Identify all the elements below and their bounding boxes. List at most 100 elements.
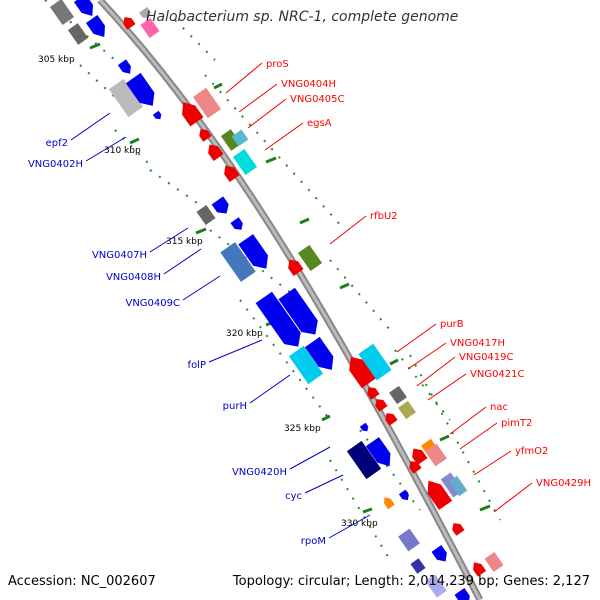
gene-arrow-blue-shape [431, 545, 447, 562]
gene-arrow-blue [152, 110, 162, 120]
gene-arrow-red [224, 165, 240, 182]
tick-label: 320 kbp [226, 329, 263, 339]
gene-label-reverse: VNG0409C [125, 298, 180, 309]
gene-arrow-blue-shape [117, 59, 131, 74]
gene-block-lavender [398, 528, 420, 552]
gene-arrow-blue-shape [398, 489, 409, 501]
gene-arrow-red [409, 461, 422, 474]
gene-arrow-red [412, 448, 428, 465]
gene-block-olive-shape [297, 244, 323, 272]
guide-line [204, 74, 346, 231]
guide-line [329, 259, 391, 331]
gene-block-salmon-shape [484, 552, 504, 572]
gene-arrow-red [199, 129, 212, 142]
tick-label: 310 kbp [104, 146, 141, 156]
leader-line [493, 482, 533, 513]
gene-label-reverse: VNG0408H [106, 272, 161, 283]
gene-arrow-red-shape [199, 129, 212, 142]
guide-line [149, 169, 201, 206]
gene-block-salmon [425, 443, 447, 467]
leader-line [247, 98, 287, 129]
gene-block-cyan [288, 345, 324, 385]
gene-block-navy [346, 440, 382, 480]
gene-arrow-blue [431, 545, 447, 562]
leader-line [396, 323, 437, 353]
gene-block-teal [231, 129, 249, 147]
guide-line [174, 19, 216, 61]
tick-label: 330 kbp [341, 519, 378, 529]
tick-mark [89, 42, 101, 50]
gene-arrow-blue [230, 217, 243, 230]
leader-line [473, 450, 512, 476]
gene-arrow-blue [304, 336, 334, 370]
gene-label-reverse: purH [223, 401, 247, 412]
tick-mark [362, 507, 373, 514]
gene-arrow-red-shape [385, 413, 398, 426]
gene-arrow-blue-shape [152, 110, 162, 120]
gene-block-cyan [358, 343, 392, 381]
gene-arrow-blue-shape [359, 422, 369, 432]
tick-mark [299, 217, 310, 225]
gene-arrow-blue [255, 291, 301, 347]
tick-mark [265, 156, 277, 164]
gene-arrow-grey [139, 7, 151, 19]
gene-arrow-blue-shape [454, 588, 470, 600]
gene-arrow-red [452, 523, 465, 536]
leader-line [182, 275, 221, 301]
leader-line [289, 446, 331, 470]
guide-line [329, 459, 391, 561]
gene-block-steel-shape [220, 242, 256, 282]
gene-arrow-blue [238, 234, 268, 269]
leader-line [407, 342, 447, 370]
gene-block-steel [220, 242, 256, 282]
guide-line [394, 349, 451, 421]
gene-label-forward: VNG0421C [470, 369, 525, 380]
gene-arrow-red-shape [208, 144, 224, 161]
gene-label-reverse: rpoM [301, 536, 326, 547]
gene-label-forward: proS [266, 59, 289, 70]
tick-label: 315 kbp [166, 237, 203, 247]
leader-line [427, 373, 467, 401]
tick-mark [213, 82, 223, 90]
gene-label-reverse: folP [188, 360, 206, 371]
gene-arrow-blue [454, 588, 470, 600]
tick-mark [339, 282, 350, 290]
gene-block-salmon-shape [192, 87, 222, 119]
gene-block-grey-shape [67, 23, 89, 45]
gene-block-teal-shape [231, 129, 249, 147]
gene-label-reverse: cyc [285, 491, 302, 502]
gene-block-pink [140, 18, 160, 38]
gene-arrow-blue-shape [211, 196, 229, 214]
gene-block-navy-shape [410, 558, 426, 574]
gene-arrow-blue [211, 196, 229, 214]
gene-block-olive [297, 244, 323, 272]
gene-label-reverse: epf2 [46, 138, 68, 149]
gene-arrow-red-shape [182, 102, 204, 127]
leader-line [225, 62, 263, 94]
gene-arrow-blue-shape [278, 287, 318, 335]
leader-line [449, 406, 487, 435]
tick-mark [439, 434, 450, 442]
gene-label-forward: nac [490, 402, 508, 413]
leader-line [249, 374, 291, 404]
genome-title: Halobacterium sp. NRC-1, complete genome [146, 9, 459, 25]
gene-arrow-blue [359, 422, 369, 432]
gene-arrow-blue-shape [85, 14, 105, 38]
gene-arrow-red-shape [123, 17, 136, 30]
gene-arrow-red-shape [412, 448, 428, 465]
gene-arrow-blue [117, 59, 131, 74]
gene-arrow-red-shape [367, 387, 380, 400]
gene-label-reverse: VNG0407H [92, 250, 147, 261]
gene-block-navy [410, 558, 426, 574]
gene-block-grey [67, 23, 89, 45]
backbone-inner [98, 0, 482, 600]
gene-arrow-blue-shape [255, 291, 301, 347]
gene-arrow-red [288, 259, 304, 276]
gene-block-salmon-shape [425, 443, 447, 467]
gene-arrow-grey-shape [139, 7, 151, 19]
gene-block-cyan-shape [358, 343, 392, 381]
tick-mark [129, 137, 140, 145]
gene-arrow-red [473, 562, 487, 577]
gene-arrow-red-shape [452, 523, 465, 536]
